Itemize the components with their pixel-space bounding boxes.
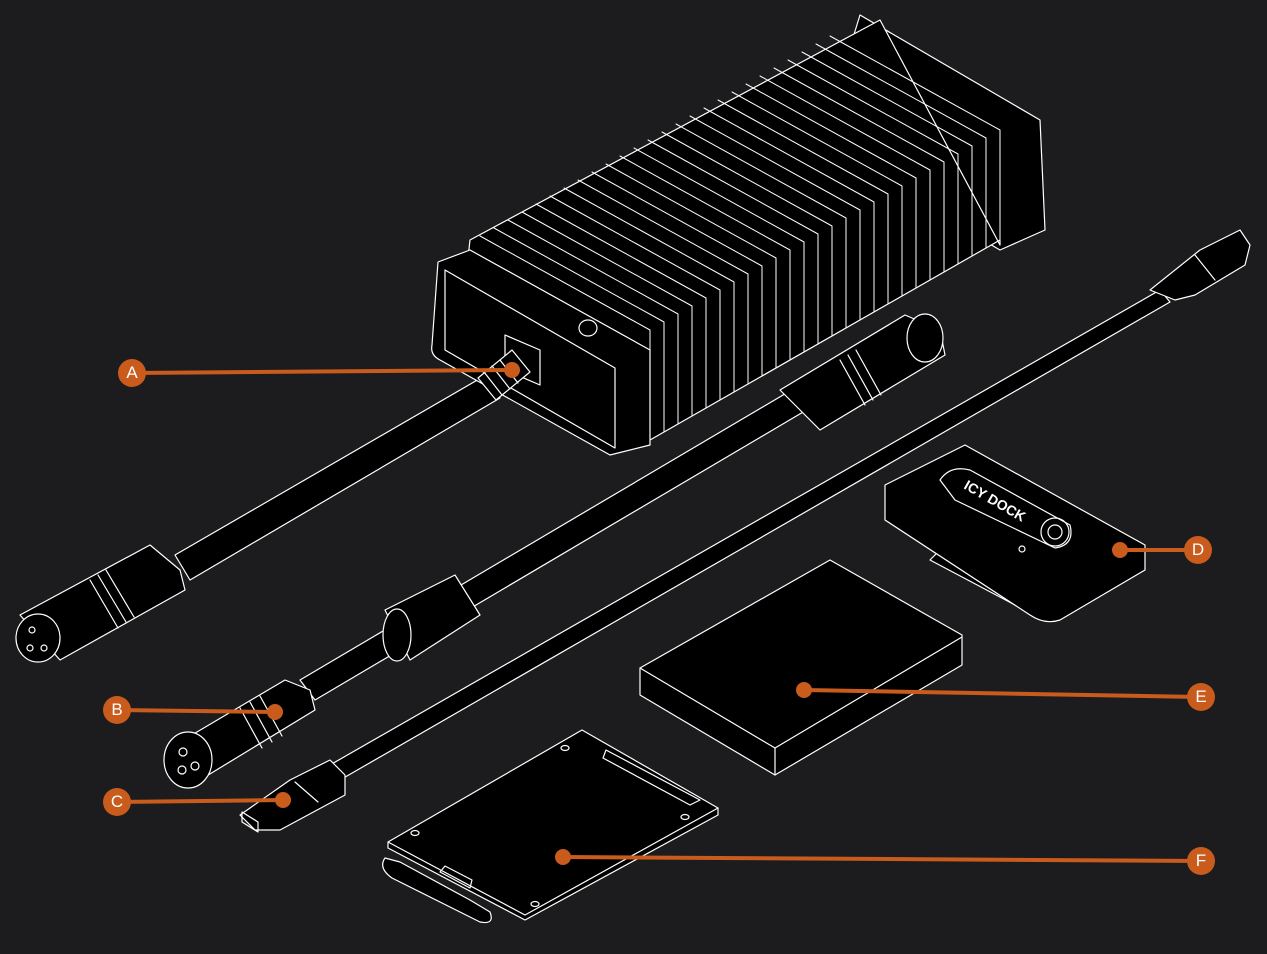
power-adapter-icon [431,14,1046,456]
callout-d[interactable]: D [1184,536,1212,564]
xlr-female-connector-icon [15,544,186,663]
callout-c[interactable]: C [103,788,131,816]
rj45-plug-c-icon [239,759,346,833]
icy-dock-adapter-icon: ICY DOCK [884,444,1146,623]
callout-e[interactable]: E [1187,683,1215,711]
xlr-male-connector-icon [779,313,946,431]
ssd-tray-icon [382,729,719,924]
leader-line-a [130,368,514,375]
callout-a[interactable]: A [118,359,146,387]
anchor-dot-a [504,362,520,378]
anchor-dot-f [555,849,571,865]
xlr-cable [174,374,501,581]
circular-connector-icon [163,679,316,789]
drive-enclosure-icon [639,559,963,776]
leader-line-c [115,798,285,804]
anchor-dot-e [796,682,812,698]
rj45-plug-top-icon [1149,229,1251,301]
anchor-dot-b [267,704,283,720]
ferrite-bead-icon [382,574,481,662]
callout-b[interactable]: B [103,696,131,724]
leader-line-e [802,688,1203,699]
leader-line-b [115,708,277,714]
leader-line-f [561,855,1203,863]
anchor-dot-c [275,792,291,808]
anchor-dot-d [1112,542,1128,558]
callout-f[interactable]: F [1187,847,1215,875]
